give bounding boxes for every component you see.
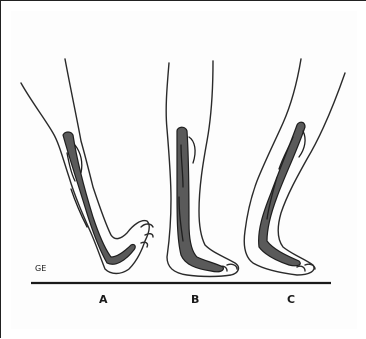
leg-a-outline [21,59,149,274]
panel-a-label: A [99,293,108,306]
leg-a [21,59,153,274]
leg-b [166,61,238,277]
ground-mark-label: GE [35,264,46,273]
leg-b-tendon-main [177,127,223,272]
leg-c [244,59,345,275]
panel-c-label: C [287,293,295,306]
panel-b-label: B [191,293,199,306]
